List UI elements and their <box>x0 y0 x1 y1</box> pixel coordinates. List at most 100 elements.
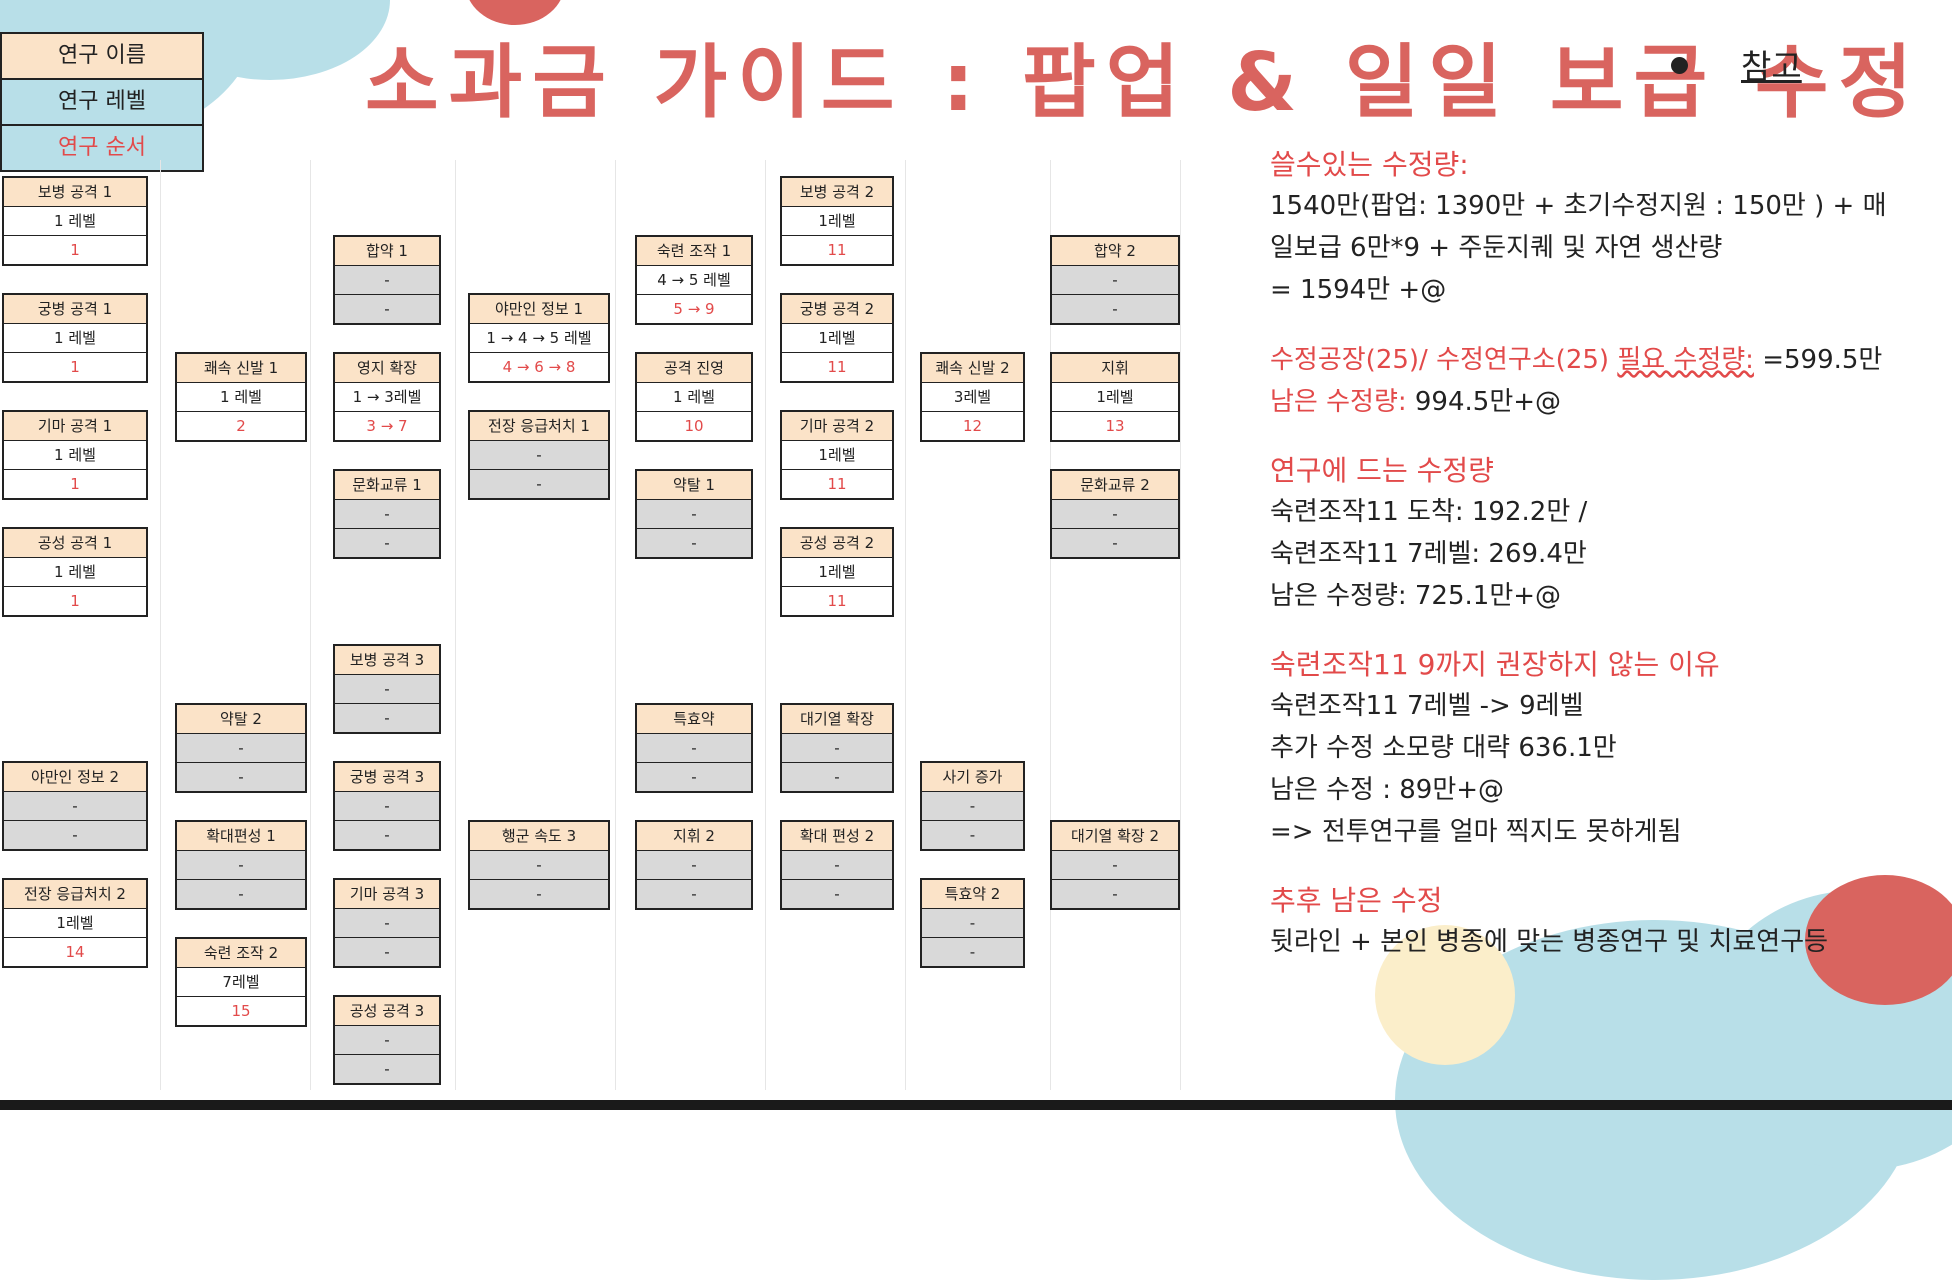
research-level: 1레벨 <box>782 441 892 470</box>
research-level: - <box>335 675 439 704</box>
legend-level: 연구 레벨 <box>2 80 202 126</box>
bullet-icon <box>1671 57 1688 74</box>
research-name: 전장 응급처치 2 <box>4 880 146 909</box>
research-level: 1레벨 <box>4 909 146 938</box>
note-line: 남은 수정량: 994.5만+@ <box>1270 381 1952 423</box>
note-line: 수정공장(25)/ 수정연구소(25) 필요 수정량: =599.5만 <box>1270 339 1952 381</box>
bottom-bar <box>0 1100 1952 1110</box>
sun-decoration <box>1805 875 1952 1005</box>
research-name: 합약 1 <box>335 237 439 266</box>
research-box: 확대 편성 2-- <box>780 820 894 910</box>
note-line: 뒷라인 + 본인 병종에 맞는 병종연구 및 치료연구등 <box>1270 927 1829 957</box>
research-name: 문화교류 2 <box>1052 471 1178 500</box>
research-name: 특효약 2 <box>922 880 1023 909</box>
research-name: 확대 편성 2 <box>782 822 892 851</box>
research-name: 영지 확장 <box>335 354 439 383</box>
research-order: - <box>335 295 439 323</box>
sun-decoration <box>1375 925 1515 1065</box>
research-name: 전장 응급처치 1 <box>470 412 608 441</box>
page-title: 소과금 가이드 : 팝업 & 일일 보급 수정 <box>365 36 1923 129</box>
research-level: - <box>335 909 439 938</box>
research-name: 야만인 정보 1 <box>470 295 608 324</box>
research-order: 1 <box>4 587 146 615</box>
research-box: 특효약-- <box>635 703 753 793</box>
research-box: 지휘 2-- <box>635 820 753 910</box>
research-order: - <box>1052 880 1178 908</box>
research-level: - <box>637 734 751 763</box>
research-name: 공성 공격 3 <box>335 997 439 1026</box>
research-order: 13 <box>1052 412 1178 440</box>
research-level: - <box>922 909 1023 938</box>
research-name: 숙련 조작 1 <box>637 237 751 266</box>
research-order: - <box>335 938 439 966</box>
research-box: 보병 공격 3-- <box>333 644 441 734</box>
research-order: - <box>922 821 1023 849</box>
research-name: 합약 2 <box>1052 237 1178 266</box>
research-name: 특효약 <box>637 705 751 734</box>
research-order: - <box>637 529 751 557</box>
remain-value: 994.5만+@ <box>1406 387 1562 417</box>
research-name: 대기열 확장 2 <box>1052 822 1178 851</box>
research-name: 사기 증가 <box>922 763 1023 792</box>
research-level: - <box>335 792 439 821</box>
research-order: - <box>177 763 305 791</box>
notes-panel: 쓸수있는 수정량: 1540만(팝업: 1390만 + 초기수정지원 : 150… <box>1270 145 1952 991</box>
research-box: 약탈 1-- <box>635 469 753 559</box>
research-box: 야만인 정보 2-- <box>2 761 148 851</box>
reference-link[interactable]: 참고 <box>1741 47 1802 86</box>
legend-name: 연구 이름 <box>2 34 202 80</box>
research-level: 1 레벨 <box>4 207 146 236</box>
research-level: 1 레벨 <box>177 383 305 412</box>
research-level: - <box>1052 266 1178 295</box>
research-level: 1 → 4 → 5 레벨 <box>470 324 608 353</box>
note-line: 추가 수정 소모량 대략 636.1만 <box>1270 733 1617 763</box>
research-order: - <box>470 470 608 498</box>
research-order: - <box>782 763 892 791</box>
research-box: 합약 2-- <box>1050 235 1180 325</box>
research-name: 야만인 정보 2 <box>4 763 146 792</box>
research-name: 기마 공격 3 <box>335 880 439 909</box>
research-name: 지휘 2 <box>637 822 751 851</box>
research-name: 기마 공격 2 <box>782 412 892 441</box>
research-name: 대기열 확장 <box>782 705 892 734</box>
future-section: 추후 남은 수정 뒷라인 + 본인 병종에 맞는 병종연구 및 치료연구등 <box>1270 881 1952 963</box>
research-order: 11 <box>782 236 892 264</box>
section-heading: 숙련조작11 9까지 권장하지 않는 이유 <box>1270 648 1720 681</box>
research-order: 12 <box>922 412 1023 440</box>
research-box: 궁병 공격 3-- <box>333 761 441 851</box>
research-order: - <box>637 880 751 908</box>
research-name: 기마 공격 1 <box>4 412 146 441</box>
research-name: 쾌속 신발 2 <box>922 354 1023 383</box>
research-level: - <box>335 266 439 295</box>
research-box: 사기 증가-- <box>920 761 1025 851</box>
note-line: => 전투연구를 얼마 찍지도 못하게됨 <box>1270 817 1682 847</box>
note-line: 숙련조작11 도착: 192.2만 / <box>1270 497 1588 527</box>
research-order: 10 <box>637 412 751 440</box>
research-level: - <box>470 851 608 880</box>
research-name: 약탈 2 <box>177 705 305 734</box>
research-name: 약탈 1 <box>637 471 751 500</box>
not-recommended-section: 숙련조작11 9까지 권장하지 않는 이유 숙련조작11 7레벨 -> 9레벨 … <box>1270 645 1952 853</box>
research-order: - <box>335 821 439 849</box>
required-crystal-section: 수정공장(25)/ 수정연구소(25) 필요 수정량: =599.5만 남은 수… <box>1270 339 1952 423</box>
research-order: 14 <box>4 938 146 966</box>
research-order: 1 <box>4 236 146 264</box>
research-name: 쾌속 신발 1 <box>177 354 305 383</box>
research-level: 1 레벨 <box>4 558 146 587</box>
research-level: - <box>922 792 1023 821</box>
research-level: - <box>335 1026 439 1055</box>
note-line: 남은 수정량: 725.1만+@ <box>1270 581 1562 611</box>
research-name: 궁병 공격 2 <box>782 295 892 324</box>
research-box: 특효약 2-- <box>920 878 1025 968</box>
research-order: - <box>1052 529 1178 557</box>
research-box: 대기열 확장 2-- <box>1050 820 1180 910</box>
research-order: - <box>4 821 146 849</box>
